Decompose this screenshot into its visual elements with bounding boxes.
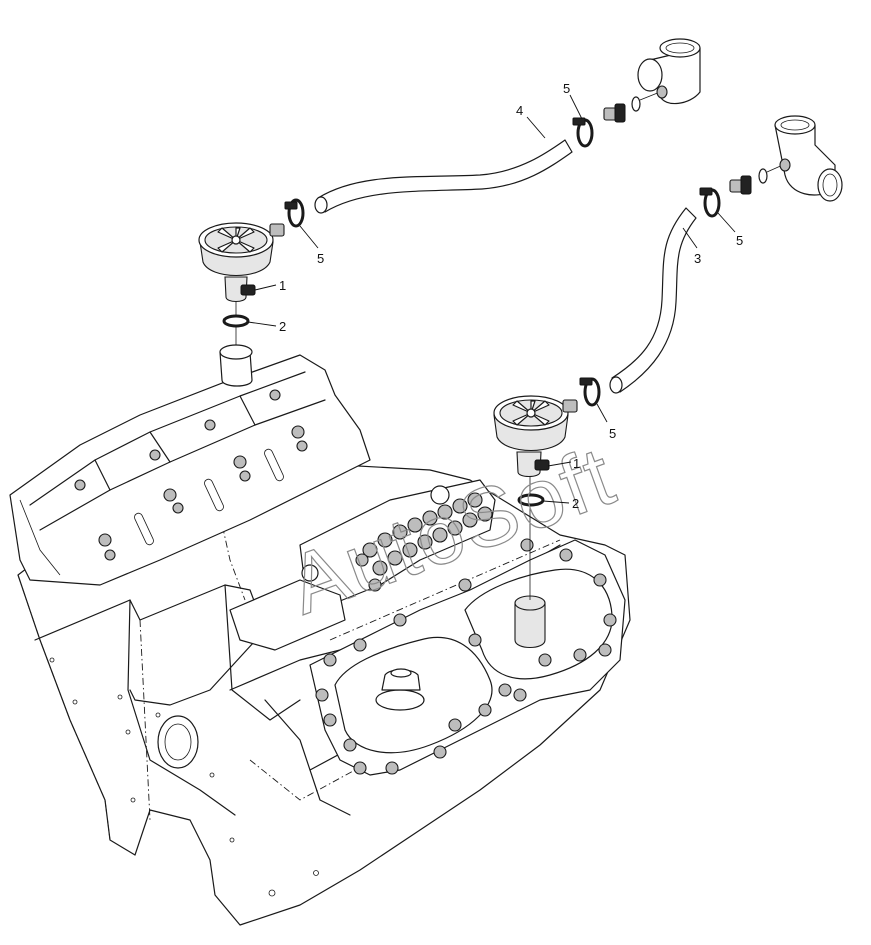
callout-labels: 1 2 5 4 5 5 3 5 1 2 bbox=[247, 81, 743, 511]
valve-cover-bolts-right bbox=[315, 538, 617, 775]
callout-3: 3 bbox=[694, 251, 701, 266]
callout-2-right: 2 bbox=[572, 496, 579, 511]
left-valve-cover bbox=[9, 344, 371, 586]
right-valve-cover bbox=[309, 538, 626, 776]
callout-1-right: 1 bbox=[573, 456, 580, 471]
injector-cluster bbox=[355, 492, 493, 592]
callout-2-left: 2 bbox=[279, 319, 286, 334]
center-injection-area bbox=[229, 479, 496, 651]
o-ring-left bbox=[222, 314, 250, 328]
breather-assembly-left bbox=[198, 38, 701, 345]
callout-5-right-upper: 5 bbox=[736, 233, 743, 248]
callout-5-left-lower: 5 bbox=[317, 251, 324, 266]
o-ring-right bbox=[517, 493, 545, 507]
callout-5-right-lower: 5 bbox=[609, 426, 616, 441]
callout-4: 4 bbox=[516, 103, 523, 118]
callout-1-left: 1 bbox=[279, 278, 286, 293]
breather-assembly-right bbox=[493, 115, 843, 600]
callout-5-left-upper: 5 bbox=[563, 81, 570, 96]
valve-cover-bolts-left bbox=[74, 389, 308, 561]
